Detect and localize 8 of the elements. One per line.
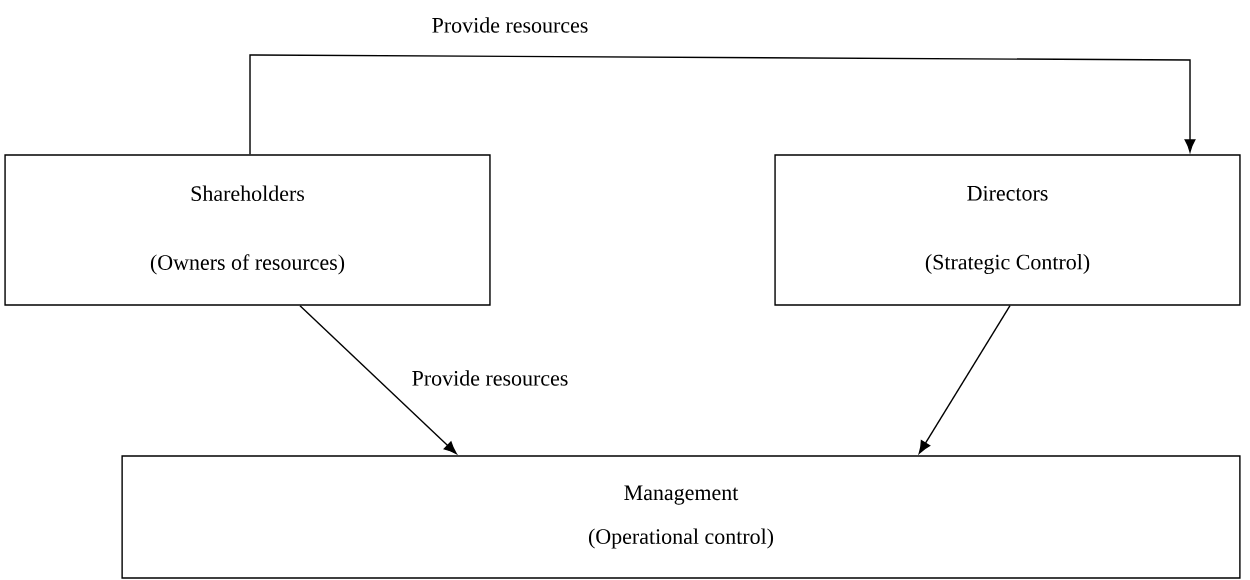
arrow bbox=[299, 304, 457, 455]
process-box: Management (Operational control) bbox=[121, 455, 1241, 579]
arrow bbox=[249, 54, 1196, 155]
process-box: Directors (Strategic Control) bbox=[774, 154, 1241, 306]
edge-label: Provide resources bbox=[429, 15, 591, 35]
arrow bbox=[918, 304, 1011, 454]
process-box: Shareholders (Owners of resources) bbox=[4, 154, 491, 306]
edge-label: Provide resources bbox=[409, 368, 571, 388]
